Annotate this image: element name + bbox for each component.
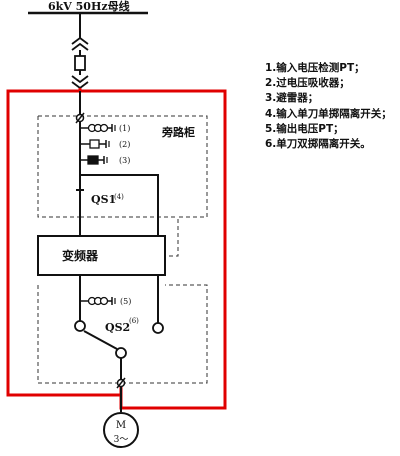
qs2-label: QS2: [105, 321, 130, 334]
converter-label: 变频器: [62, 248, 99, 263]
motor-letter: M: [116, 420, 126, 431]
qs2-contact-left-icon: [74, 320, 86, 332]
legend-item: 3.避雷器；: [265, 92, 319, 105]
motor-phase: 3～: [114, 435, 129, 445]
output-terminal-icon: [116, 377, 126, 389]
qs2-blade-icon: [83, 330, 118, 350]
input-terminal-icon: [75, 112, 85, 124]
busbar-label: 6kV 50Hz母线: [48, 0, 130, 13]
qs1-ref: (4): [114, 193, 124, 201]
busbar-disconnect-icon: [71, 36, 89, 90]
bypass-cabinet-border: [38, 115, 208, 257]
qs2-ref: (6): [129, 317, 139, 325]
qs1-label: QS1: [91, 193, 116, 206]
qs2-common-contact-icon: [115, 347, 127, 359]
legend-item: 4.输入单刀单掷隔离开关；: [265, 107, 392, 120]
legend-item: 5.输出电压PT；: [265, 122, 344, 135]
bypass-cabinet-border-left: [37, 116, 80, 218]
legend-item: 6.单刀双掷隔离开关。: [265, 138, 371, 151]
arrester-icon: [80, 155, 108, 165]
bypass-contact-icon: [152, 322, 164, 334]
legend: 1.输入电压检测PT； 2.过电压吸收器； 3.避雷器； 4.输入单刀单掷隔离开…: [265, 61, 399, 152]
output-pt-icon: [80, 296, 116, 306]
ref-2: (2): [119, 140, 130, 149]
motor-icon: [103, 412, 139, 448]
ref-5: (5): [120, 297, 131, 306]
ref-3: (3): [119, 156, 130, 165]
ref-1: (1): [119, 124, 130, 133]
legend-item: 2.过电压吸收器；: [265, 77, 350, 90]
overvoltage-absorber-icon: [80, 139, 110, 149]
legend-item: 1.输入电压检测PT；: [265, 62, 365, 74]
input-pt-icon: [80, 123, 116, 133]
bypass-cabinet-label: 旁路柜: [161, 125, 195, 139]
output-cabinet-border: [37, 284, 208, 384]
converter-block: [37, 235, 166, 276]
